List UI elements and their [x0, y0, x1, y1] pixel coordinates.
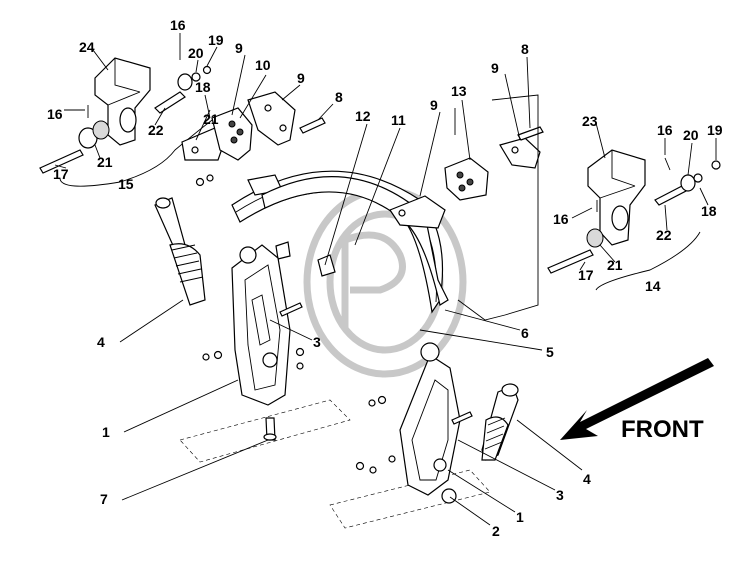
callout-1: 1	[102, 424, 110, 440]
callout-16: 16	[553, 211, 569, 227]
callout-1: 1	[516, 509, 524, 525]
callout-labels: 1 1 2 3 3 4 4 5 6 7 8 8 9 9 9 9 10 11 12…	[47, 17, 723, 539]
callout-23: 23	[582, 113, 598, 129]
callout-22: 22	[656, 227, 672, 243]
callout-7: 7	[100, 491, 108, 507]
callout-24: 24	[79, 39, 95, 55]
left-rear-bracket-assembly	[39, 44, 216, 187]
callout-17: 17	[578, 267, 594, 283]
callout-12: 12	[355, 108, 371, 124]
callout-22: 22	[148, 122, 164, 138]
callout-21: 21	[203, 111, 219, 127]
left-shackle-plates	[181, 91, 326, 187]
right-front-bracket-assembly	[547, 149, 721, 291]
callout-8: 8	[335, 89, 343, 105]
callout-21: 21	[97, 154, 113, 170]
callout-5: 5	[546, 344, 554, 360]
front-direction-arrow	[560, 358, 714, 440]
callout-11: 11	[391, 112, 406, 128]
leader-lines	[54, 33, 717, 526]
callout-21: 21	[607, 257, 623, 273]
callout-17: 17	[53, 166, 69, 182]
callout-6: 6	[521, 325, 529, 341]
callout-9: 9	[297, 70, 305, 86]
callout-4: 4	[583, 471, 591, 487]
ground-plates	[179, 399, 491, 529]
callout-4: 4	[97, 334, 105, 350]
callout-9: 9	[430, 97, 438, 113]
callout-15: 15	[118, 176, 134, 192]
callout-2: 2	[492, 523, 500, 539]
left-hanger-and-shock	[154, 197, 305, 441]
callout-3: 3	[556, 487, 564, 503]
callout-18: 18	[195, 79, 211, 95]
callout-8: 8	[521, 41, 529, 57]
callout-20: 20	[188, 45, 204, 61]
callout-9: 9	[235, 40, 243, 56]
callout-16: 16	[657, 122, 673, 138]
center-shackle-assembly	[389, 94, 544, 321]
callout-18: 18	[701, 203, 717, 219]
callout-16: 16	[170, 17, 186, 33]
right-hanger-and-shock	[355, 342, 519, 504]
callout-19: 19	[208, 32, 224, 48]
callout-3: 3	[313, 334, 321, 350]
callout-10: 10	[255, 57, 271, 73]
callout-9: 9	[491, 60, 499, 76]
callout-19: 19	[707, 122, 723, 138]
callout-14: 14	[645, 278, 661, 294]
callout-20: 20	[683, 127, 699, 143]
callout-16: 16	[47, 106, 63, 122]
front-label: FRONT	[621, 416, 704, 443]
callout-13: 13	[451, 83, 467, 99]
